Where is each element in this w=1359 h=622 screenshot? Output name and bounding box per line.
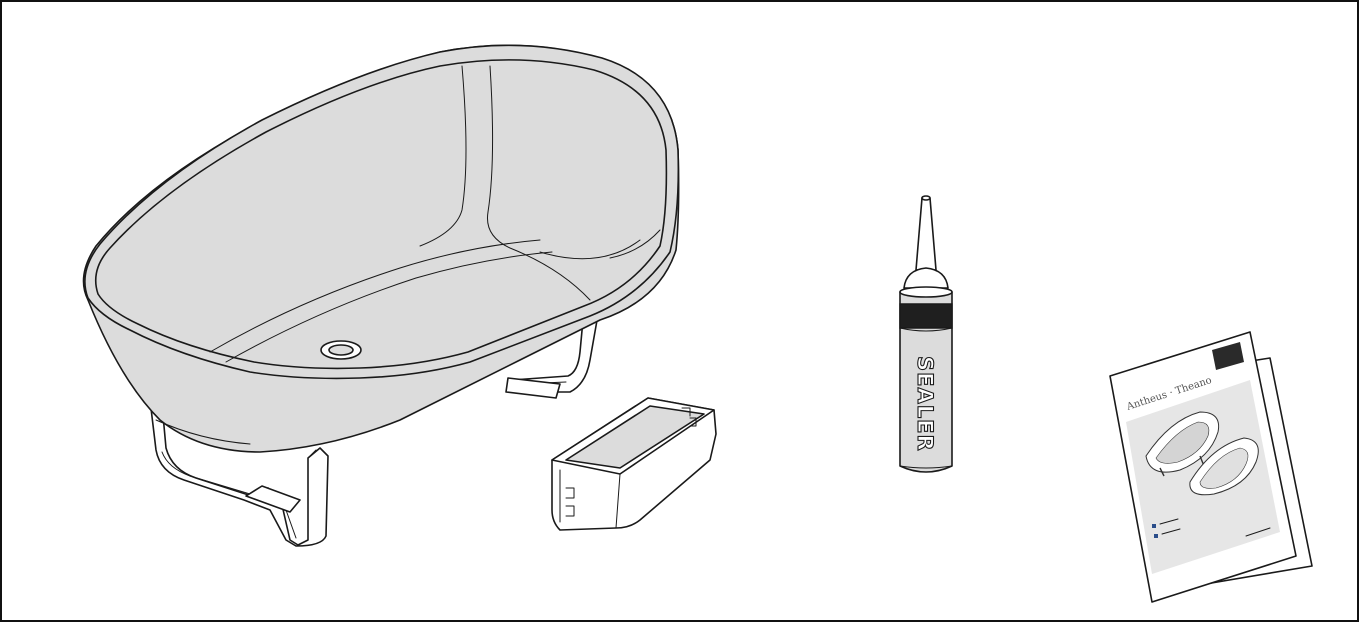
bathtub-front-leg <box>149 399 329 547</box>
sealer-label: SEALER <box>913 356 937 452</box>
sealer-tube: SEALER <box>899 195 953 473</box>
drain <box>320 340 362 360</box>
panel-tray <box>551 397 717 531</box>
bathtub-basin <box>94 59 668 370</box>
manual-logo <box>1212 342 1244 370</box>
manual-tub-illustration <box>1145 411 1259 496</box>
bathtub <box>82 44 680 547</box>
instruction-manual: Antheus · Theano <box>1109 331 1313 603</box>
bathtub-back-leg <box>505 283 603 399</box>
sealer-nozzle <box>915 197 937 271</box>
